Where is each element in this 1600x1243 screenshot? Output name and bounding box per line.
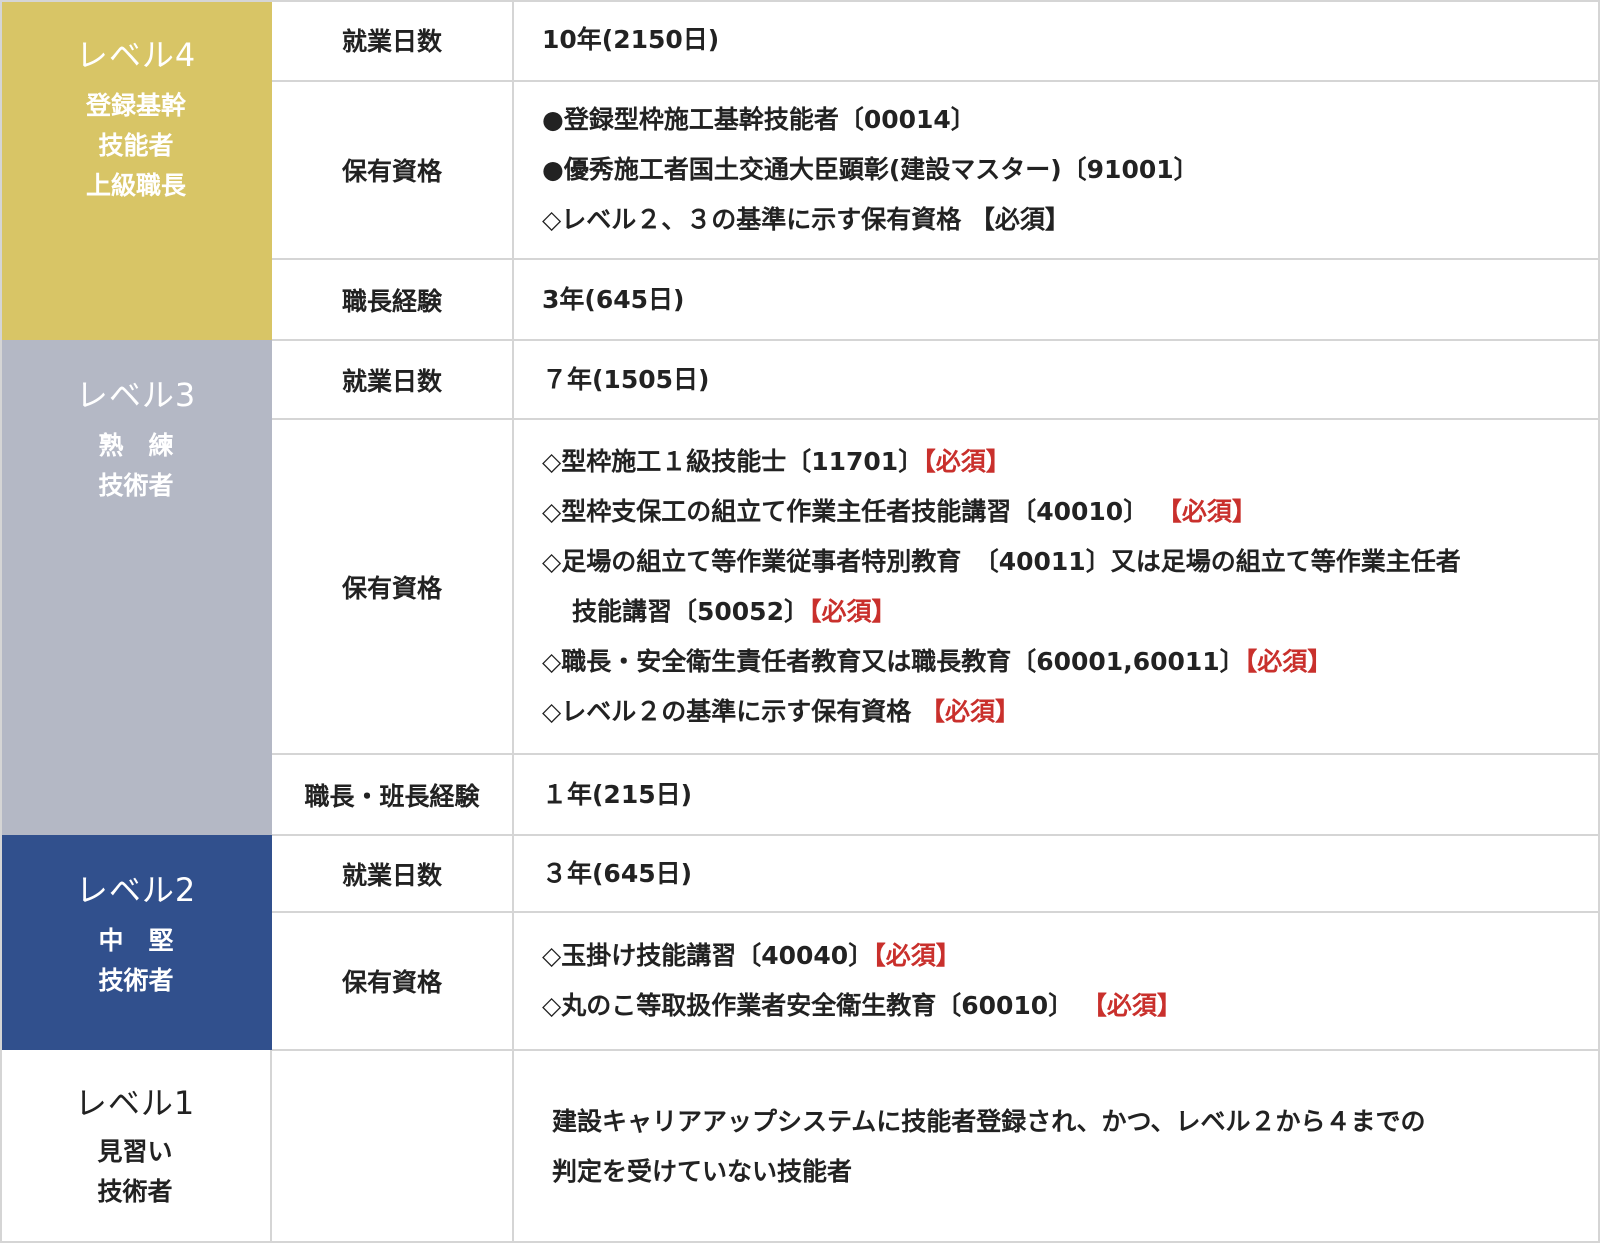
level-4-name: レベル4 <box>75 36 197 74</box>
l2-qual-text: ◇玉掛け技能講習〔40040〕 <box>542 941 874 970</box>
row-divider <box>272 753 1600 755</box>
l4-exp-value: 3年(645日) <box>542 284 685 314</box>
l3-days-value: ７年(1505日) <box>542 364 710 394</box>
l3-exp-label: 職長・班長経験 <box>304 781 480 811</box>
row-divider <box>272 418 1600 420</box>
column-divider <box>512 0 514 1243</box>
level-1-cell: レベル1 見習い 技術者 <box>0 1050 272 1243</box>
l2-days-value-cell: ３年(645日) <box>542 836 1582 911</box>
level-1-sub-2: 技術者 <box>97 1177 173 1206</box>
level-2-cell: レベル2 中 堅 技術者 <box>0 835 272 1050</box>
l1-description: 建設キャリアアップシステムに技能者登録され、かつ、レベル２から４までの 判定を受… <box>552 1051 1592 1243</box>
level-4-cell: レベル4 登録基幹 技能者 上級職長 <box>0 0 272 340</box>
l2-days-label: 就業日数 <box>341 860 442 890</box>
l3-days-label: 就業日数 <box>341 366 442 396</box>
l3-qual-item: ◇型枠施工１級技能士〔11701〕【必須】 <box>542 437 1582 487</box>
l3-exp-value: １年(215日) <box>542 779 693 809</box>
required-tag: 【必須】 <box>923 446 1011 476</box>
l3-qual-text: ◇型枠施工１級技能士〔11701〕 <box>542 446 924 476</box>
l2-days-value: ３年(645日) <box>542 858 693 888</box>
l2-qual-text: ◇丸のこ等取扱作業者安全衛生教育〔60010〕 <box>542 991 1082 1020</box>
required-tag: 【必須】 <box>1156 496 1257 526</box>
l1-desc-line: 判定を受けていない技能者 <box>552 1157 853 1186</box>
required-tag: 【必須】 <box>919 696 1020 726</box>
l4-exp-label: 職長経験 <box>341 286 442 316</box>
l2-quals-list: ◇玉掛け技能講習〔40040〕【必須】 ◇丸のこ等取扱作業者安全衛生教育〔600… <box>542 913 1582 1049</box>
level-4-sub-1: 登録基幹 <box>85 91 186 120</box>
row-divider <box>272 80 1600 82</box>
l3-qual-text: ◇職長・安全衛生責任者教育又は職長教育〔60001,60011〕 <box>542 646 1245 676</box>
l3-qual-item: ◇型枠支保工の組立て作業主任者技能講習〔40010〕 【必須】 <box>542 487 1582 537</box>
level-1-sub-1: 見習い <box>97 1137 173 1166</box>
level-1-name: レベル1 <box>74 1084 196 1122</box>
l3-days-value-cell: ７年(1505日) <box>542 341 1582 418</box>
l3-quals-label: 保有資格 <box>341 573 442 603</box>
l4-qual-item: ●優秀施工者国土交通大臣顕彰(建設マスター)〔91001〕 <box>542 155 1199 184</box>
required-tag: 【必須】 <box>808 596 897 626</box>
level-3-sub-1: 熟 練 <box>98 431 174 460</box>
row-divider <box>272 834 1600 836</box>
level-3-name: レベル3 <box>75 376 197 414</box>
level-4-sub-2: 技能者 <box>98 131 174 160</box>
l3-quals-list: ◇型枠施工１級技能士〔11701〕【必須】 ◇型枠支保工の組立て作業主任者技能講… <box>542 420 1582 753</box>
l4-qual-item: ●登録型枠施工基幹技能者〔00014〕 <box>542 105 976 134</box>
l4-days-label: 就業日数 <box>341 27 442 56</box>
l3-qual-text: ◇型枠支保工の組立て作業主任者技能講習〔40010〕 <box>542 496 1157 526</box>
level-4-sub-3: 上級職長 <box>85 171 186 200</box>
required-tag: 【必須】 <box>1081 991 1182 1020</box>
required-tag: 【必須】 <box>1244 646 1333 676</box>
l4-days-value-cell: 10年(2150日) <box>542 0 1582 80</box>
l3-qual-item-continued: 技能講習〔50052〕【必須】 <box>542 587 1582 637</box>
level-2-sub-2: 技術者 <box>98 966 174 995</box>
row-divider <box>272 1049 1600 1051</box>
row-divider <box>272 911 1600 913</box>
level-2-name: レベル2 <box>75 871 197 909</box>
l2-qual-item: ◇丸のこ等取扱作業者安全衛生教育〔60010〕 【必須】 <box>542 981 1582 1031</box>
required-tag: 【必須】 <box>873 941 961 970</box>
level-3-cell: レベル3 熟 練 技術者 <box>0 340 272 835</box>
row-divider <box>272 258 1600 260</box>
level-2-sub-1: 中 堅 <box>98 926 174 955</box>
row-divider <box>272 339 1600 341</box>
l3-qual-item: ◇職長・安全衛生責任者教育又は職長教育〔60001,60011〕【必須】 <box>542 637 1582 687</box>
l4-qual-item: ◇レベル２、３の基準に示す保有資格 【必須】 <box>542 205 1070 234</box>
l3-qual-item: ◇足場の組立て等作業従事者特別教育 〔40011〕又は足場の組立て等作業主任者 <box>542 537 1582 587</box>
l4-quals-list: ●登録型枠施工基幹技能者〔00014〕 ●優秀施工者国土交通大臣顕彰(建設マスタ… <box>542 82 1582 258</box>
l3-qual-text: 技能講習〔50052〕 <box>572 596 809 626</box>
l1-desc-line: 建設キャリアアップシステムに技能者登録され、かつ、レベル２から４までの <box>552 1107 1426 1136</box>
l4-days-value: 10年(2150日) <box>542 25 720 54</box>
l3-qual-text: ◇足場の組立て等作業従事者特別教育 〔40011〕又は足場の組立て等作業主任者 <box>542 546 1461 576</box>
l3-qual-text: ◇レベル２の基準に示す保有資格 <box>542 696 920 726</box>
l3-qual-item: ◇レベル２の基準に示す保有資格 【必須】 <box>542 687 1582 737</box>
l4-exp-value-cell: 3年(645日) <box>542 260 1582 339</box>
l4-quals-label: 保有資格 <box>341 157 442 186</box>
l2-quals-label: 保有資格 <box>341 968 442 997</box>
l3-exp-value-cell: １年(215日) <box>542 755 1582 834</box>
l2-qual-item: ◇玉掛け技能講習〔40040〕【必須】 <box>542 931 1582 981</box>
level-3-sub-2: 技術者 <box>98 471 174 500</box>
